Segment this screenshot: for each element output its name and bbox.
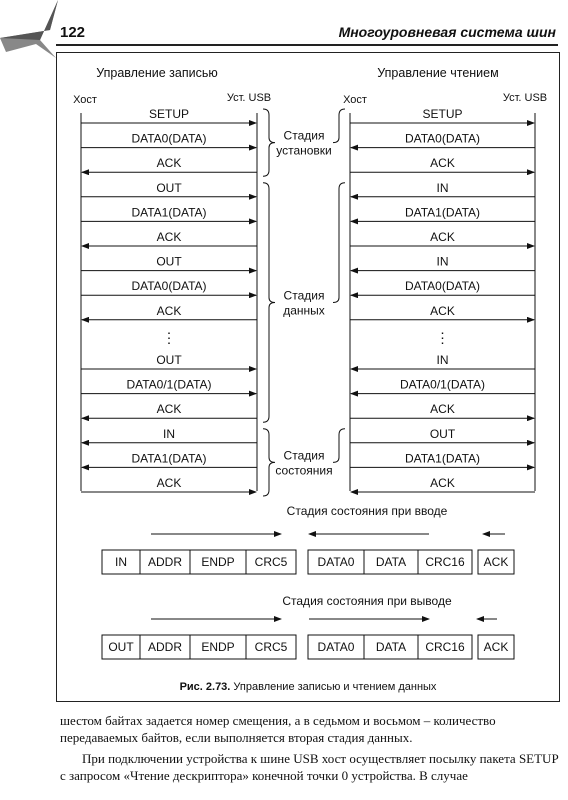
status-out-data-field-box	[363, 634, 419, 660]
left-brace-data	[262, 182, 276, 423]
status-in-handshake-field-label: ACK	[484, 555, 509, 569]
read-packet-label: IN	[437, 353, 449, 367]
read-packet-label: ACK	[430, 156, 455, 170]
status-in-data-field-box	[363, 549, 419, 575]
status-in-data-field-label: CRC16	[425, 555, 465, 569]
caption-text: Управление записью и чтением данных	[230, 681, 437, 693]
status-in-title: Стадия состояния при вводе	[287, 504, 448, 518]
status-out-token-field-box	[139, 634, 191, 660]
status-in-token-field-label: IN	[115, 555, 127, 569]
status-out-token-field-box	[245, 634, 297, 660]
write-packet-label: SETUP	[149, 107, 189, 121]
read-packet-label: ACK	[430, 230, 455, 244]
read-packet-label: DATA1(DATA)	[405, 451, 480, 465]
status-in-data-field-label: DATA0	[318, 555, 355, 569]
status-out-token-field-box	[101, 634, 141, 660]
status-out-title: Стадия состояния при выводе	[282, 594, 452, 608]
right-column-title: Управление чтением	[377, 66, 498, 80]
caption-label: Рис. 2.73.	[179, 681, 231, 693]
read-packet-label: DATA0(DATA)	[405, 279, 480, 293]
write-packet-label: OUT	[156, 353, 182, 367]
write-packet-label: DATA1(DATA)	[131, 451, 206, 465]
status-out-token-field-label: ENDP	[201, 640, 234, 654]
status-out-data-field-label: DATA	[376, 640, 406, 654]
write-packet-label: ACK	[157, 304, 182, 318]
read-packet-label: OUT	[430, 427, 456, 441]
status-out-token-field-label: ADDR	[148, 640, 182, 654]
stage-status-label: состояния	[275, 463, 332, 477]
status-in-token-field-box	[245, 549, 297, 575]
right-brace-data	[332, 182, 346, 303]
status-out-token-field-box	[189, 634, 247, 660]
stage-setup-label: Стадия	[284, 129, 325, 143]
read-ellipsis: ⋮	[436, 329, 450, 345]
status-out-data-field-box	[417, 634, 473, 660]
read-packet-label: ACK	[430, 402, 455, 416]
status-in-data-field-label: DATA	[376, 555, 406, 569]
read-packet-label: DATA0(DATA)	[405, 132, 480, 146]
status-in-token-field-box	[139, 549, 191, 575]
write-packet-label: DATA0(DATA)	[131, 279, 206, 293]
left-device-label: Уст. USB	[227, 92, 271, 104]
right-brace-status	[332, 428, 346, 463]
write-packet-label: OUT	[156, 181, 182, 195]
status-in-token-field-label: ENDP	[201, 555, 234, 569]
status-out-handshake-field-label: ACK	[484, 640, 509, 654]
status-in-data-field-box	[417, 549, 473, 575]
page-corner-decoration	[0, 0, 58, 58]
status-out-data-field-label: CRC16	[425, 640, 465, 654]
read-packet-label: DATA1(DATA)	[405, 205, 480, 219]
right-device-label: Уст. USB	[503, 92, 547, 104]
page-number: 122	[60, 24, 86, 41]
read-packet-label: IN	[437, 255, 449, 269]
write-packet-label: DATA1(DATA)	[131, 205, 206, 219]
status-out-token-field-label: OUT	[108, 640, 134, 654]
right-host-label: Хост	[343, 94, 367, 106]
read-packet-label: SETUP	[422, 107, 462, 121]
usb-transfer-diagram: Управление записью Управление чтениемХост…	[73, 66, 547, 660]
stage-data-label: Стадия	[284, 289, 325, 303]
left-brace-status	[262, 428, 276, 497]
status-in-token-field-label: ADDR	[148, 555, 182, 569]
read-packet-label: IN	[437, 181, 449, 195]
write-packet-label: DATA0/1(DATA)	[126, 378, 211, 392]
read-packet-label: ACK	[430, 476, 455, 490]
stage-data-label: данных	[283, 304, 325, 318]
stage-status-label: Стадия	[284, 448, 325, 462]
write-packet-label: IN	[163, 427, 175, 441]
write-packet-label: ACK	[157, 230, 182, 244]
write-ellipsis: ⋮	[162, 329, 176, 345]
write-packet-label: ACK	[157, 476, 182, 490]
stage-setup-label: установки	[276, 144, 332, 158]
write-packet-label: ACK	[157, 402, 182, 416]
status-out-data-field-label: DATA0	[318, 640, 355, 654]
left-host-label: Хост	[73, 94, 97, 106]
write-packet-label: OUT	[156, 255, 182, 269]
status-out-handshake-field-box	[477, 634, 515, 660]
write-packet-label: ACK	[157, 156, 182, 170]
header-rule	[56, 44, 558, 46]
body-paragraph-2: При подключении устройства к шине USB хо…	[60, 751, 559, 783]
status-out-data-field-box	[307, 634, 365, 660]
read-packet-label: ACK	[430, 304, 455, 318]
figure-caption: Рис. 2.73. Управление записью и чтением …	[57, 681, 559, 693]
left-column-title: Управление записью	[96, 66, 218, 80]
status-in-token-field-label: CRC5	[255, 555, 288, 569]
left-brace-setup	[262, 108, 276, 177]
status-in-handshake-field-box	[477, 549, 515, 575]
write-packet-label: DATA0(DATA)	[131, 132, 206, 146]
read-packet-label: DATA0/1(DATA)	[400, 378, 485, 392]
status-out-token-field-label: CRC5	[255, 640, 288, 654]
body-paragraph-1: шестом байтах задается номер смещения, а…	[60, 713, 496, 745]
right-brace-setup	[332, 108, 346, 144]
running-title: Многоуровневая система шин	[338, 24, 556, 40]
